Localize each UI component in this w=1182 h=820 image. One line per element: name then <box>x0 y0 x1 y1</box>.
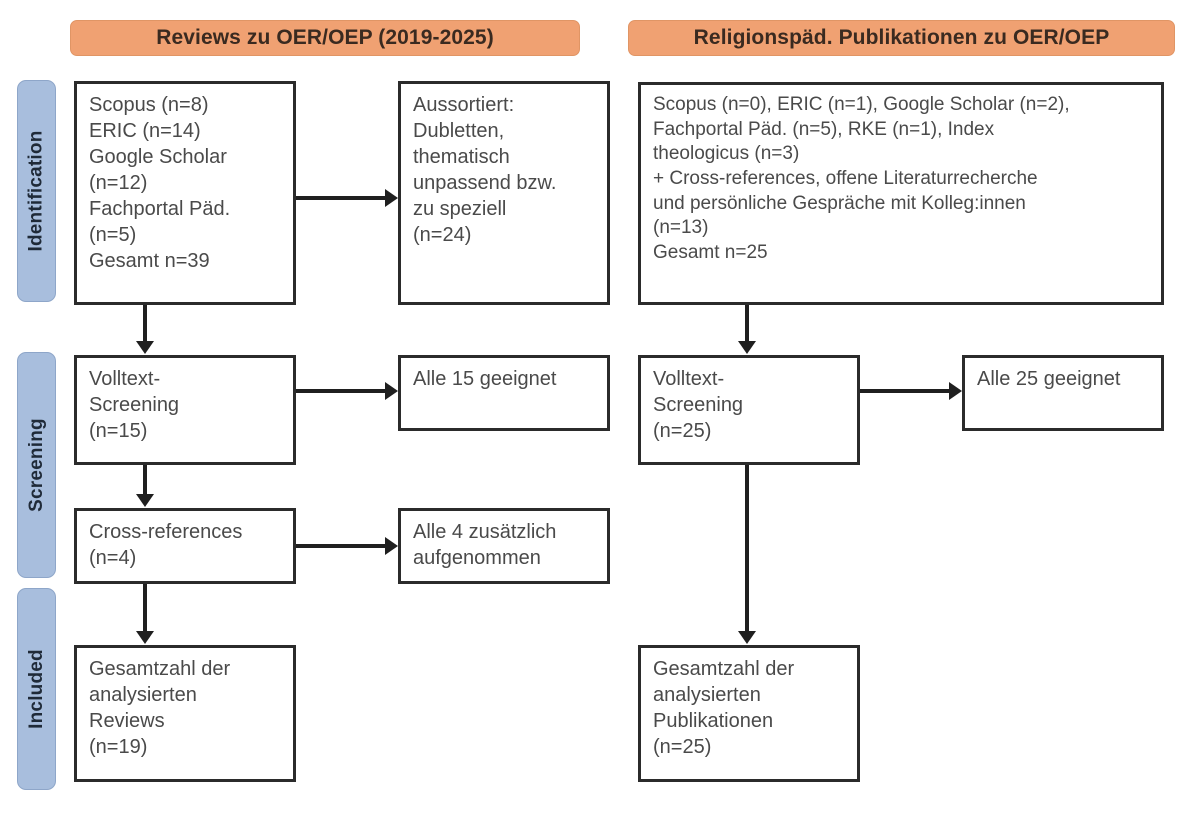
text-line: Publikationen <box>653 710 774 732</box>
box-left-included-total: Gesamtzahl der analysierten Reviews (n=1… <box>74 645 296 782</box>
box-left-excluded: Aussortiert: Dubletten, thematisch unpas… <box>398 81 610 305</box>
arrowhead-left-crossrefs-to-included <box>136 631 154 644</box>
connector-left-sources-to-screening <box>143 305 147 342</box>
text-line: Volltext- <box>89 368 161 390</box>
text-line: (n=24) <box>413 224 472 246</box>
text-line: Alle 4 zusätzlich <box>413 521 557 543</box>
text-line: Gesamtzahl der <box>89 658 231 680</box>
text-line: (n=12) <box>89 172 148 194</box>
text-line: Fachportal Päd. <box>89 198 231 220</box>
column-header-left: Reviews zu OER/OEP (2019-2025) <box>70 20 580 56</box>
text-line: analysierten <box>89 684 197 706</box>
text-line: (n=5) <box>89 224 137 246</box>
text-line: zu speziell <box>413 198 507 220</box>
phase-bar-screening: Screening <box>17 352 56 578</box>
text-line: aufgenommen <box>413 547 541 569</box>
text-line: und persönliche Gespräche mit Kolleg:inn… <box>653 192 1026 214</box>
text-line: Reviews <box>89 710 165 732</box>
text-line: Volltext- <box>653 368 725 390</box>
connector-left-crossrefs-to-result <box>296 544 386 548</box>
text-line: Dubletten, <box>413 120 505 142</box>
arrowhead-left-crossrefs-to-result <box>385 537 398 555</box>
text-line: Alle 25 geeignet <box>977 368 1121 390</box>
column-header-left-label: Reviews zu OER/OEP (2019-2025) <box>156 26 494 49</box>
phase-label-screening: Screening <box>25 418 47 512</box>
text-line: Alle 15 geeignet <box>413 368 557 390</box>
text-line: Cross-references <box>89 521 243 543</box>
box-right-fulltext-screening: Volltext- Screening (n=25) <box>638 355 860 465</box>
text-line: (n=25) <box>653 736 712 758</box>
text-line: Scopus (n=0), ERIC (n=1), Google Scholar… <box>653 94 1070 115</box>
text-line: Gesamtzahl der <box>653 658 795 680</box>
column-header-right-label: Religionspäd. Publikationen zu OER/OEP <box>693 26 1110 49</box>
text-line: Aussortiert: <box>413 94 515 116</box>
box-left-fulltext-screening: Volltext- Screening (n=15) <box>74 355 296 465</box>
box-left-cross-references: Cross-references (n=4) <box>74 508 296 584</box>
connector-left-screening-to-crossrefs <box>143 465 147 495</box>
text-line: Gesamt n=39 <box>89 250 210 272</box>
arrowhead-left-screening-to-result <box>385 382 398 400</box>
text-line: Fachportal Päd. (n=5), RKE (n=1), Index <box>653 118 995 140</box>
text-line: Screening <box>653 394 744 416</box>
text-line: (n=4) <box>89 547 137 569</box>
text-line: (n=19) <box>89 736 148 758</box>
text-line: Gesamt n=25 <box>653 242 768 264</box>
box-right-included-total: Gesamtzahl der analysierten Publikatione… <box>638 645 860 782</box>
phase-bar-identification: Identification <box>17 80 56 302</box>
text-line: theologicus (n=3) <box>653 143 800 165</box>
box-left-fulltext-result: Alle 15 geeignet <box>398 355 610 431</box>
text-line: Google Scholar <box>89 146 227 168</box>
connector-left-crossrefs-to-included <box>143 584 147 632</box>
text-line: thematisch <box>413 146 510 168</box>
text-line: analysierten <box>653 684 761 706</box>
box-left-identification-sources: Scopus (n=8) ERIC (n=14) Google Scholar … <box>74 81 296 305</box>
text-line: (n=25) <box>653 420 712 442</box>
text-line: Screening <box>89 394 180 416</box>
connector-left-screening-to-result <box>296 389 386 393</box>
arrowhead-left-screening-to-crossrefs <box>136 494 154 507</box>
text-line: (n=13) <box>653 217 709 239</box>
connector-right-screening-to-included <box>745 465 749 632</box>
arrowhead-right-sources-to-screening <box>738 341 756 354</box>
connector-left-sources-to-excluded <box>296 196 386 200</box>
arrowhead-left-sources-to-screening <box>136 341 154 354</box>
connector-right-screening-to-result <box>860 389 950 393</box>
box-right-fulltext-result: Alle 25 geeignet <box>962 355 1164 431</box>
text-line: unpassend bzw. <box>413 172 557 194</box>
text-line: (n=15) <box>89 420 148 442</box>
text-line: ERIC (n=14) <box>89 120 201 142</box>
arrowhead-left-sources-to-excluded <box>385 189 398 207</box>
column-header-right: Religionspäd. Publikationen zu OER/OEP <box>628 20 1175 56</box>
phase-label-identification: Identification <box>25 130 47 252</box>
arrowhead-right-screening-to-result <box>949 382 962 400</box>
text-line: + Cross-references, offene Literaturrech… <box>653 168 1038 190</box>
text-line: Scopus (n=8) <box>89 94 209 116</box>
phase-label-included: Included <box>25 649 47 729</box>
box-right-identification-sources: Scopus (n=0), ERIC (n=1), Google Scholar… <box>638 82 1164 305</box>
arrowhead-right-screening-to-included <box>738 631 756 644</box>
phase-bar-included: Included <box>17 588 56 790</box>
box-left-cross-references-result: Alle 4 zusätzlich aufgenommen <box>398 508 610 584</box>
connector-right-sources-to-screening <box>745 305 749 342</box>
